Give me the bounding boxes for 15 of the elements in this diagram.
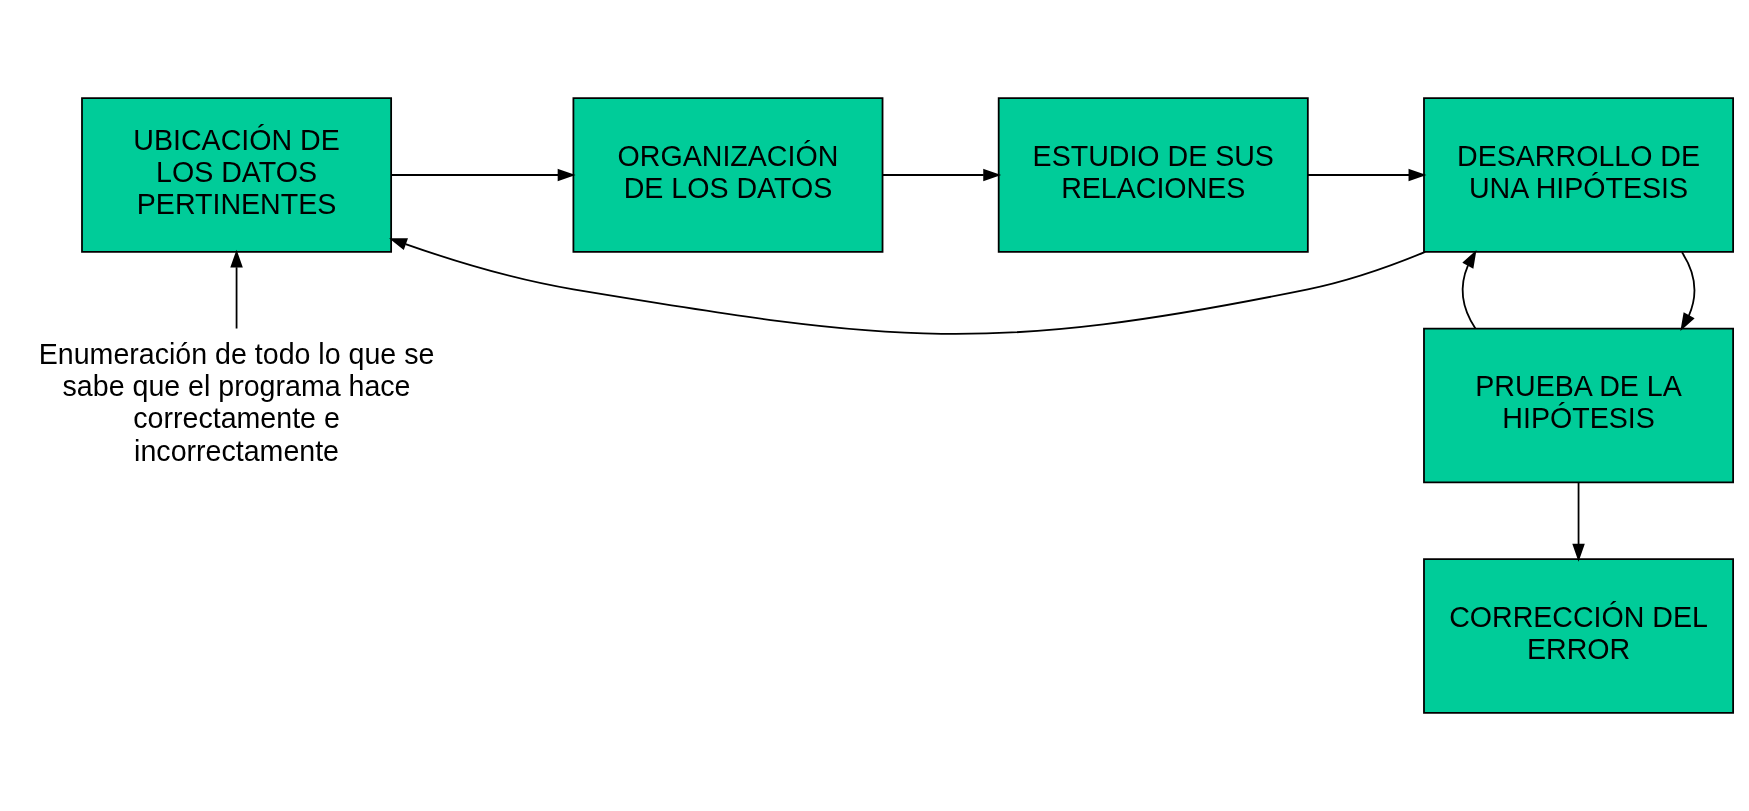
arrow [1680,251,1696,331]
node-text: Enumeración de todo lo que se sabe que el programa hace correctamente e incorrectamente [38,338,435,467]
node-box: PRUEBA DE LA HIPÓTESIS [1423,327,1734,484]
node-box: CORRECCIÓN DEL ERROR [1423,558,1734,714]
node-box: DESARROLLO DE UNA HIPÓTESIS [1423,97,1734,253]
arrow [881,168,1002,182]
arrow [230,249,243,330]
arrow [1572,481,1585,562]
arrow [1461,249,1477,330]
arrow [390,168,576,182]
node-box: ORGANIZACIÓN DE LOS DATOS [572,97,884,253]
arrow [1307,168,1427,182]
node-box: ESTUDIO DE SUS RELACIONES [997,97,1309,253]
arrow [389,238,1427,335]
node-box: UBICACIÓN DE LOS DATOS PERTINENTES [81,97,393,253]
